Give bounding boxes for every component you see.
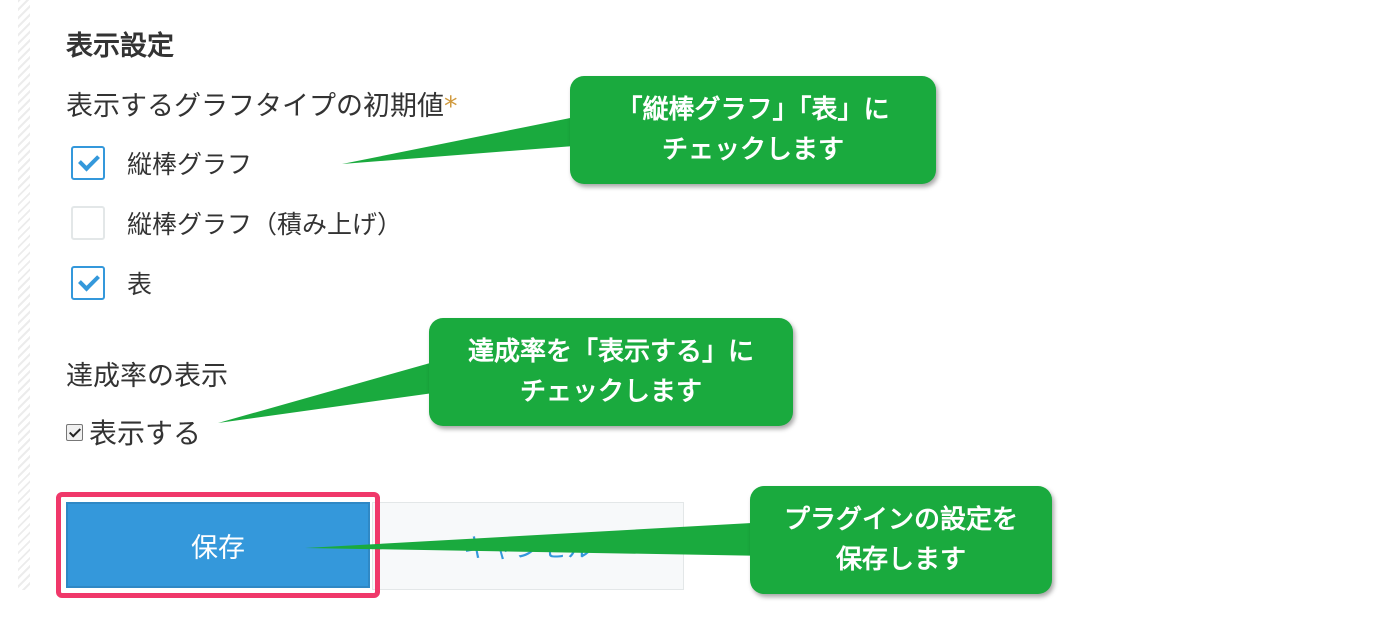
callout-check-graph-types: 「縦棒グラフ」「表」に チェックします: [570, 76, 936, 184]
option-vertical-bar-label: 縦棒グラフ: [127, 150, 253, 179]
checkbox-stacked-bar[interactable]: [71, 206, 105, 240]
callout-pointer-2: [218, 356, 455, 423]
option-vertical-bar[interactable]: 縦棒グラフ: [71, 143, 252, 183]
show-achievement-checkbox[interactable]: [66, 423, 83, 441]
option-stacked-bar[interactable]: 縦棒グラフ（積み上げ）: [71, 203, 402, 243]
callout-1-line-1: 「縦棒グラフ」「表」に: [616, 95, 890, 125]
graph-type-label: 表示するグラフタイプの初期値*: [66, 84, 458, 123]
save-button[interactable]: 保存: [66, 502, 370, 588]
callout-save-settings: プラグインの設定を 保存します: [750, 486, 1052, 594]
callout-pointer-3: [305, 522, 770, 556]
callout-1-line-2: チェックします: [661, 135, 844, 165]
required-mark: *: [444, 91, 458, 122]
checkbox-vertical-bar[interactable]: [71, 146, 105, 180]
callout-check-achievement: 達成率を「表示する」に チェックします: [429, 318, 793, 426]
option-table[interactable]: 表: [71, 263, 152, 303]
show-achievement-label: 表示する: [89, 417, 202, 450]
checkbox-table[interactable]: [71, 266, 105, 300]
callout-2-line-1: 達成率を「表示する」に: [467, 337, 754, 367]
callout-pointer-1: [342, 112, 600, 164]
section-title: 表示設定: [66, 31, 174, 62]
option-stacked-bar-label: 縦棒グラフ（積み上げ）: [127, 210, 403, 239]
callout-2-line-2: チェックします: [519, 377, 702, 407]
graph-type-label-text: 表示するグラフタイプの初期値: [66, 91, 444, 122]
show-achievement-option[interactable]: 表示する: [66, 412, 201, 452]
left-border-stripe: [18, 0, 30, 590]
callout-3-line-1: プラグインの設定を: [783, 505, 1018, 535]
option-table-label: 表: [127, 270, 153, 299]
callout-3-line-2: 保存します: [835, 545, 966, 575]
achievement-label: 達成率の表示: [66, 361, 228, 392]
